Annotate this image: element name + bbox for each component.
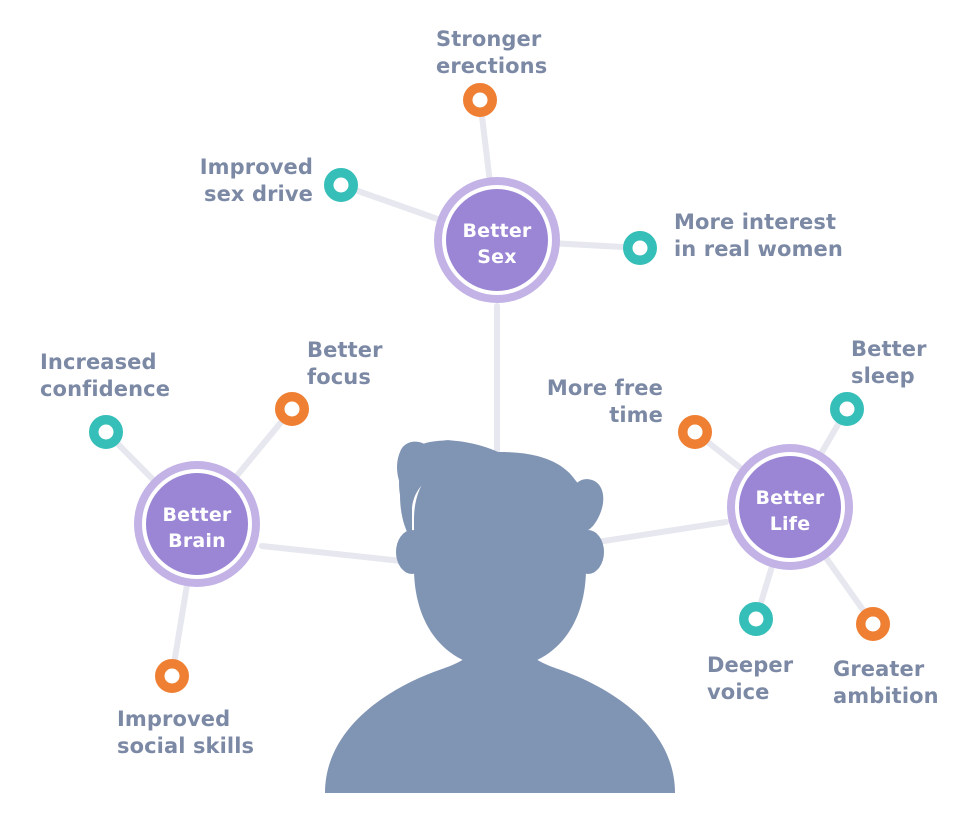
spoke-ring-more-free-time[interactable] — [678, 415, 712, 449]
ring-orange-icon — [678, 415, 712, 449]
ring-orange-icon — [155, 659, 189, 693]
spoke-ring-increased-confidence[interactable] — [89, 415, 123, 449]
spoke-label-line: Increased — [40, 350, 157, 374]
connector-more-free-time — [703, 438, 745, 472]
spoke-label-increased-confidence: Increased confidence — [40, 350, 170, 401]
spoke-ring-deeper-voice[interactable] — [739, 602, 773, 636]
spoke-label-line: time — [609, 403, 663, 427]
spoke-label-more-free-time: More free time — [547, 376, 663, 427]
connector-greater-ambition — [822, 554, 868, 615]
spoke-label-line: Deeper — [707, 653, 794, 677]
spoke-ring-improved-sex-drive[interactable] — [324, 168, 358, 202]
center-connector-group — [259, 303, 729, 566]
spoke-label-greater-ambition: Greater ambition — [833, 657, 939, 708]
spoke-label-line: Better — [851, 337, 927, 361]
spoke-label-line: in real women — [674, 237, 843, 261]
spoke-ring-greater-ambition[interactable] — [856, 607, 890, 641]
connector-brain-to-head — [259, 543, 423, 566]
spoke-label-line: Greater — [833, 657, 925, 681]
hub-label-line: Better — [163, 504, 232, 526]
hub-label-line: Life — [770, 513, 811, 535]
spoke-label-improved-sex-drive: Improved sex drive — [200, 155, 313, 206]
spoke-label-line: focus — [307, 365, 371, 389]
hub-label-line: Sex — [477, 246, 516, 268]
ring-orange-icon — [856, 607, 890, 641]
spoke-label-line: voice — [707, 680, 770, 704]
ring-teal-icon — [89, 415, 123, 449]
spoke-label-deeper-voice: Deeper voice — [707, 653, 794, 704]
connector-stronger-erections — [478, 111, 493, 182]
connector-improved-sex-drive — [352, 186, 442, 223]
spoke-label-line: sex drive — [204, 182, 313, 206]
spoke-label-line: Stronger — [436, 27, 542, 51]
hub-disc — [446, 189, 548, 291]
spoke-ring-stronger-erections[interactable] — [463, 83, 497, 117]
spoke-label-line: ambition — [833, 684, 939, 708]
spoke-label-line: Improved — [117, 707, 230, 731]
connector-deeper-voice — [757, 563, 775, 608]
spoke-label-line: More free — [547, 376, 663, 400]
connector-more-interest-in-real-women — [555, 240, 629, 251]
ring-orange-icon — [463, 83, 497, 117]
spoke-label-better-sleep: Better sleep — [851, 337, 927, 388]
ring-teal-icon — [324, 168, 358, 202]
spoke-ring-improved-social-skills[interactable] — [155, 659, 189, 693]
spoke-label-stronger-erections: Stronger erections — [436, 27, 547, 78]
spoke-label-more-interest-in-real-women: More interest in real women — [674, 210, 843, 261]
spoke-label-line: confidence — [40, 377, 170, 401]
ring-teal-icon — [830, 392, 864, 426]
connector-improved-social-skills — [171, 582, 190, 665]
male-silhouette-avatar — [325, 440, 675, 793]
hub-disc — [739, 456, 841, 558]
spoke-ring-better-sleep[interactable] — [830, 392, 864, 426]
ring-orange-icon — [275, 392, 309, 426]
spoke-label-line: sleep — [851, 364, 915, 388]
connector-life-to-head — [575, 519, 729, 548]
ring-teal-icon — [623, 231, 657, 265]
spoke-label-line: More interest — [674, 210, 836, 234]
connector-better-focus — [233, 417, 286, 480]
spoke-label-line: social skills — [117, 734, 254, 758]
spoke-label-line: Improved — [200, 155, 313, 179]
spoke-ring-more-interest-in-real-women[interactable] — [623, 231, 657, 265]
ring-teal-icon — [739, 602, 773, 636]
hub-disc — [146, 473, 248, 575]
spoke-connector-group — [113, 111, 868, 665]
hub-label-line: Brain — [168, 530, 226, 552]
spoke-label-line: erections — [436, 54, 547, 78]
spoke-ring-better-focus[interactable] — [275, 392, 309, 426]
hub-label-line: Better — [463, 220, 532, 242]
spoke-label-line: Better — [307, 338, 383, 362]
spoke-label-improved-social-skills: Improved social skills — [117, 707, 254, 758]
connector-better-sleep — [818, 418, 843, 457]
spoke-label-better-focus: Better focus — [307, 338, 383, 389]
spoke-ring-group — [89, 83, 890, 693]
hub-label-line: Better — [756, 487, 825, 509]
connector-increased-confidence — [113, 439, 157, 483]
